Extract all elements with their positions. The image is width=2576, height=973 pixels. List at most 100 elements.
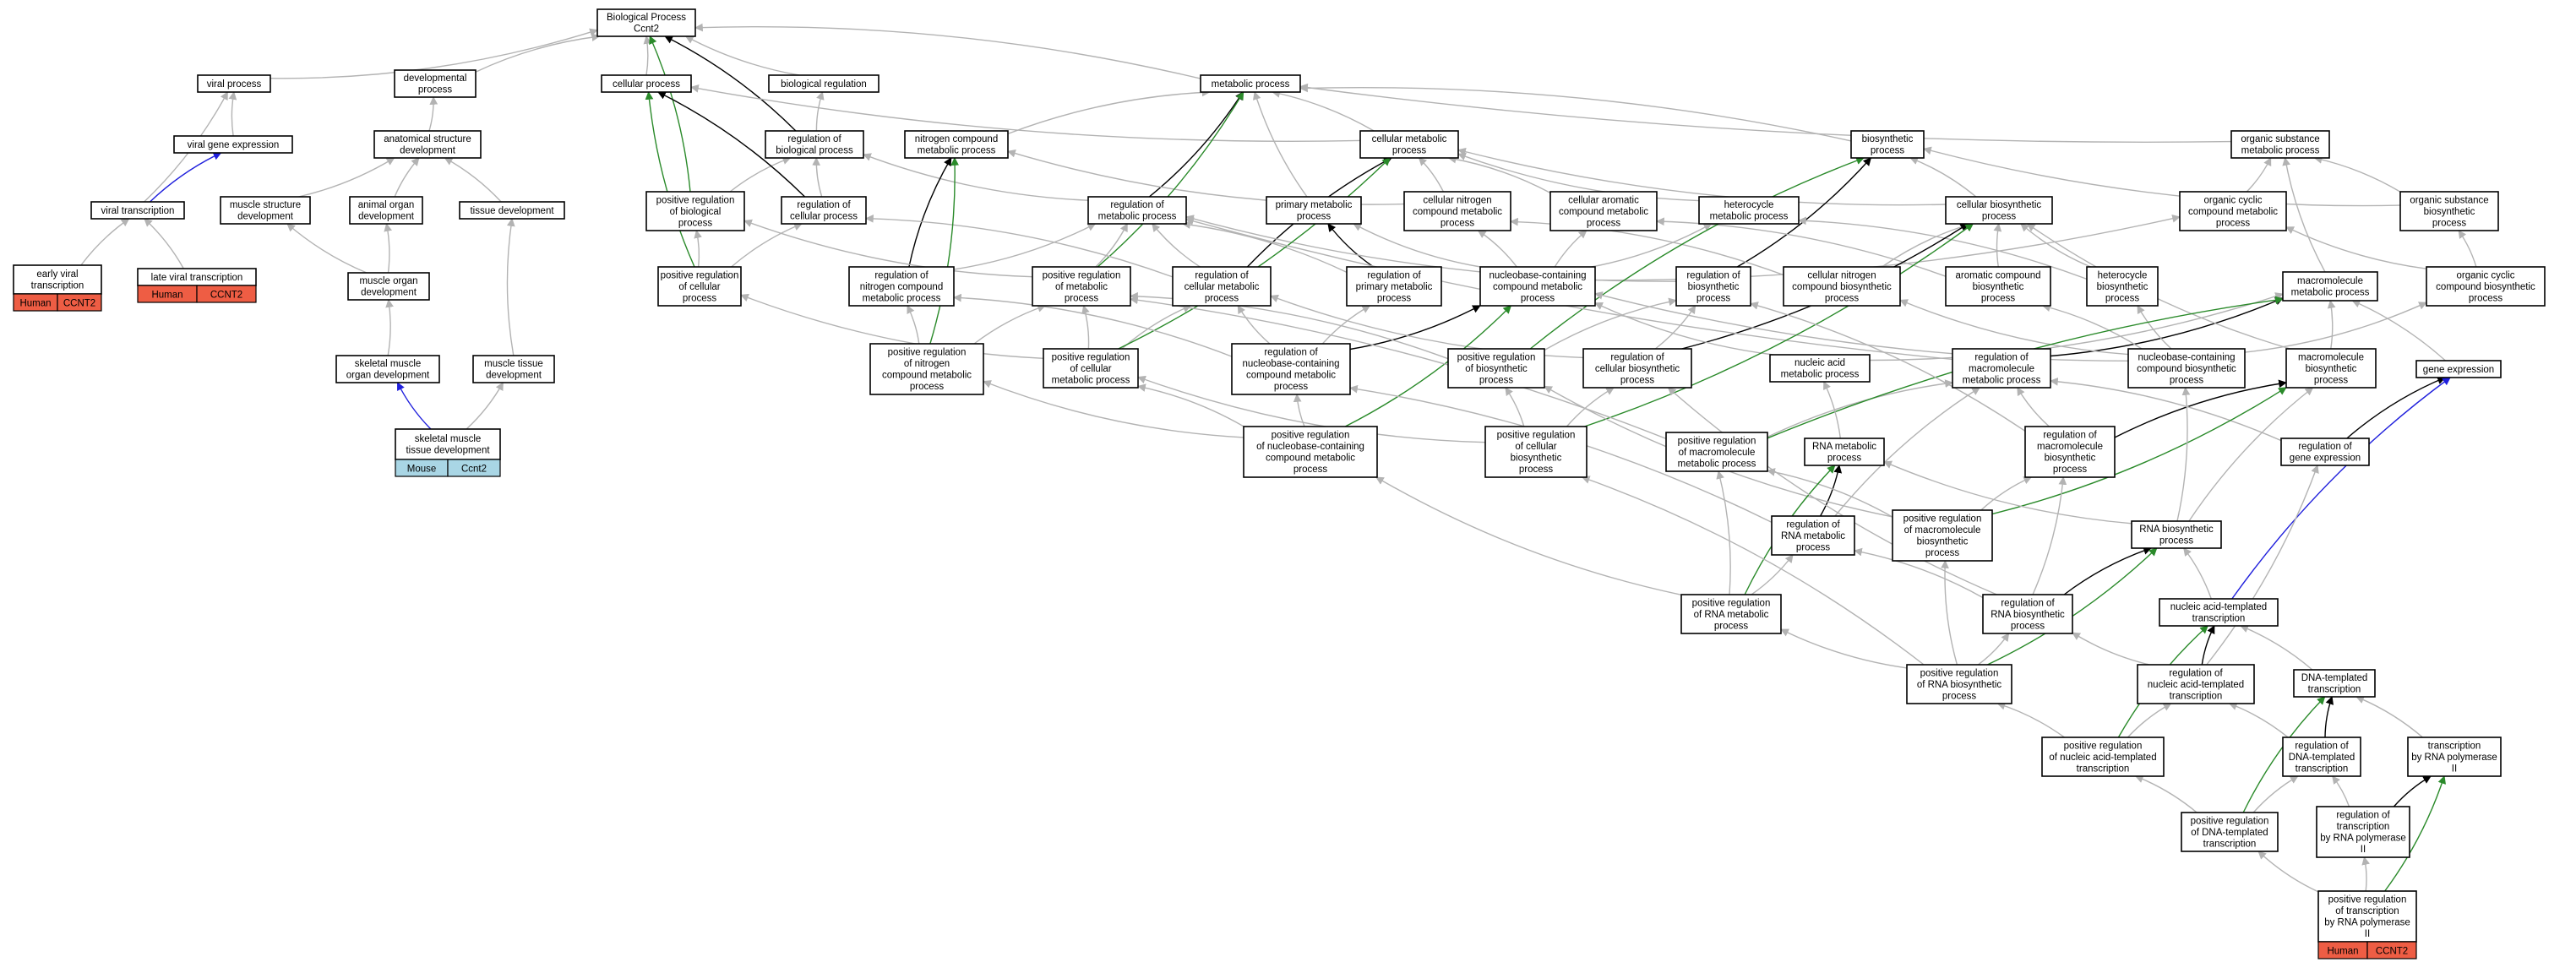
edge-organic_substance_metabolic_process-to-metabolic_process [1299, 83, 2232, 143]
go-term-viral-transcription[interactable]: viral transcription [90, 201, 185, 220]
edge-nucleobase_containing_compound_biosynthetic_process-to-organic_cyclic_compound_biosynthetic_process [2244, 302, 2427, 353]
term-label-line: skeletal muscle [355, 359, 422, 369]
term-label-line: metabolic process [2241, 146, 2320, 156]
edge-positive_regulation_of_metabolic_process-to-metabolic_process [1097, 91, 1244, 268]
edge-transcription_by_rna_polymerase_ii-to-dna_templated_transcription [2355, 695, 2423, 738]
go-term-metabolic-process[interactable]: metabolic process [1200, 74, 1301, 93]
term-label-line: process [1981, 293, 2016, 303]
edge-positive_regulation_of_cellular_biosynthetic_process-to-cellular_biosynthetic_process [1584, 223, 1974, 427]
term-label-line: process [1392, 146, 1427, 156]
edge-positive_regulation_of_biosynthetic_process-to-biosynthetic_process [1529, 156, 1865, 350]
go-term-viral-gene-expression[interactable]: viral gene expression [173, 135, 293, 154]
go-term-biological-regulation[interactable]: biological regulation [768, 74, 880, 93]
term-box [1804, 438, 1885, 466]
edge-developmental_process-to-bp [475, 33, 601, 73]
go-term-gene-expression[interactable]: gene expression [2415, 360, 2502, 378]
term-label-line: positive regulation [1457, 352, 1536, 362]
term-box [765, 130, 864, 159]
term-label-line: DNA-templated [2301, 673, 2368, 683]
edge-positive_regulation_of_rna_biosynthetic_process-to-regulation_of_rna_biosynthetic_process [1977, 633, 2010, 666]
go-term-tissue-development[interactable]: tissue development [459, 201, 565, 220]
term-box [2285, 348, 2377, 389]
edge-nucleobase_containing_compound_metabolic_process-to-cellular_nitrogen_compound_metabolic_process [1477, 230, 1517, 268]
go-term-viral-process[interactable]: viral process [197, 74, 271, 93]
edge-positive_regulation_of_macromolecule_metabolic_process-to-regulation_of_macromolecule_metabolic_process [1767, 379, 1953, 438]
term-label-line: anatomical structure [384, 134, 471, 144]
term-box [1982, 594, 2073, 634]
edge-positive_regulation_of_transcription_by_rna_polymerase_ii-to-regulation_of_transcription_by_rna_polymerase_ii [2361, 856, 2370, 892]
go-term-regulation-of-macromolecule-biosynthetic-process[interactable]: regulation ofmacromoleculebiosyntheticpr… [2024, 426, 2116, 478]
term-label-line: viral transcription [101, 206, 175, 216]
go-term-regulation-of-nucleobase-containing-compound-metabolic-process[interactable]: regulation ofnucleobase-containingcompou… [1231, 343, 1351, 395]
go-term-cellular-process[interactable]: cellular process [601, 74, 692, 93]
term-label-line: macromolecule [1969, 364, 2034, 374]
